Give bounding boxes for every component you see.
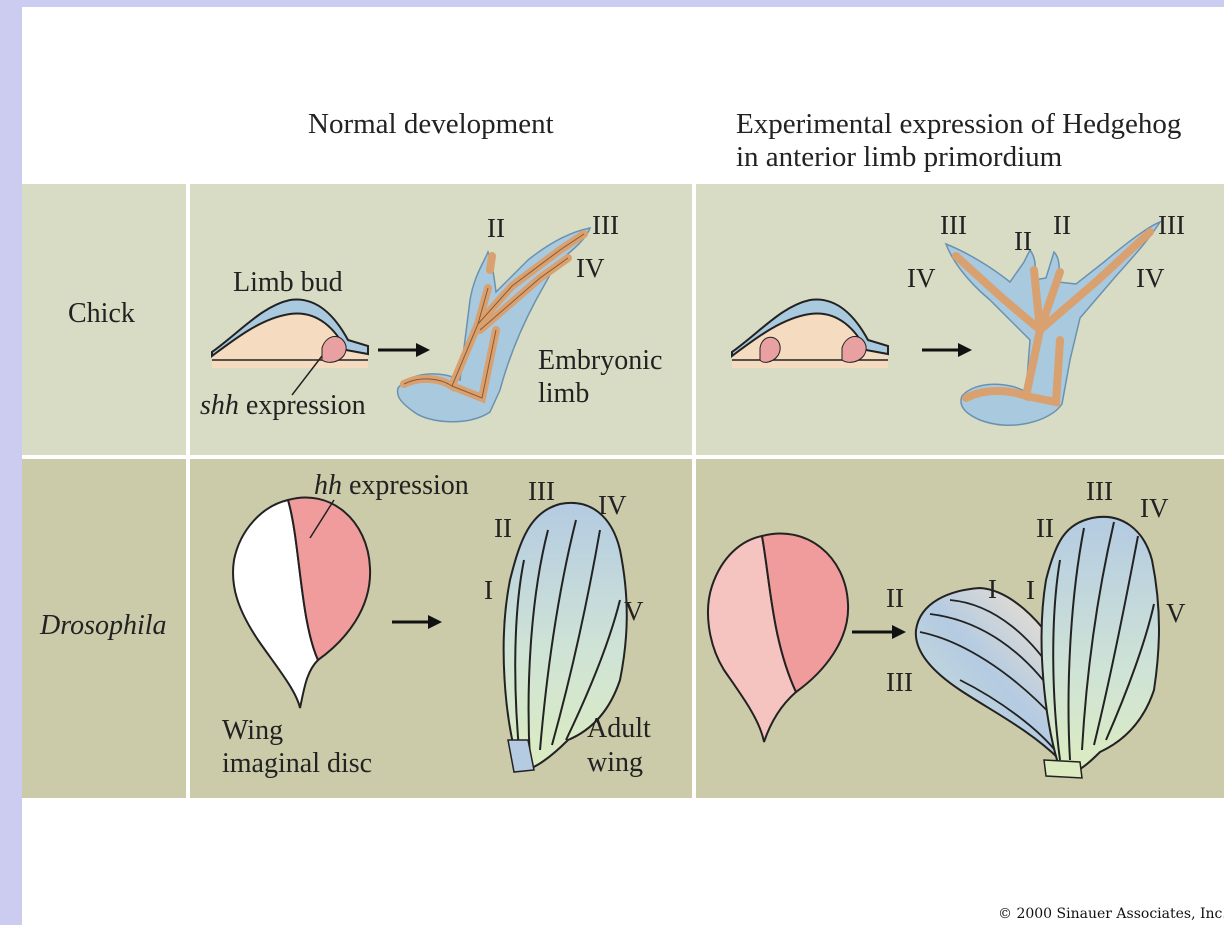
dros-exp-vein-IV: IV xyxy=(1140,493,1169,523)
dros-exp-vein-II-top: II xyxy=(1036,513,1054,543)
exp-main-wing-blade xyxy=(1042,517,1159,774)
dros-exp-vein-V: V xyxy=(1166,598,1186,628)
dros-exp-vein-I-mid: I xyxy=(988,574,997,604)
exp-wing-hinge xyxy=(1044,760,1082,778)
dros-exp-vein-I-right: I xyxy=(1026,575,1035,605)
dros-exp-vein-II-left: II xyxy=(886,583,904,613)
dros-exp-vein-III-left: III xyxy=(886,667,913,697)
dros-exp-arrow-head xyxy=(892,625,906,639)
copyright-notice: © 2000 Sinauer Associates, Inc. xyxy=(998,906,1224,922)
dros-exp-vein-III-top: III xyxy=(1086,476,1113,506)
